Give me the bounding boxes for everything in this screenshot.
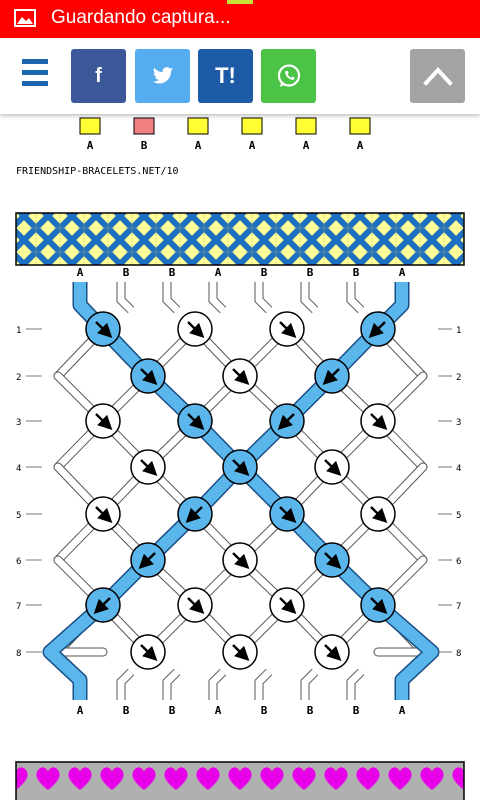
legend-swatch (187, 117, 209, 135)
tuenti-share-button[interactable]: T! (198, 49, 253, 103)
legend-swatch (241, 117, 263, 135)
bracelet-pattern-area: A B A A A A FRIENDSHIP-BRACELETS.NET/10 A B B A B… (0, 114, 480, 805)
knot-arrow (322, 368, 340, 386)
knot-arrow (324, 459, 342, 477)
knot-arrow (324, 644, 342, 662)
row-number-right: 4 (456, 464, 461, 474)
row-numbers: 1 1 2 2 3 3 4 4 5 5 6 6 7 7 8 8 (16, 326, 461, 659)
bottom-string-label: A (399, 704, 406, 717)
bottom-string-label: A (77, 704, 84, 717)
knot-arrow (187, 321, 205, 339)
legend-swatch (349, 117, 371, 135)
status-text: Guardando captura... (51, 7, 231, 28)
row-number-left: 4 (16, 464, 21, 474)
top-string-label: A (215, 266, 222, 279)
twitter-bird-icon (152, 67, 173, 84)
knot-arrow (279, 506, 297, 524)
knot-arrow (232, 459, 250, 477)
status-bar: Guardando captura... (0, 0, 480, 38)
knot-arrow (140, 644, 158, 662)
top-string-label: B (169, 266, 176, 279)
bottom-string-label: B (353, 704, 360, 717)
bottom-string-label: A (215, 704, 222, 717)
knot-arrow (232, 552, 250, 570)
knot-arrow (324, 552, 342, 570)
row-number-right: 1 (456, 326, 461, 336)
top-string-label: B (123, 266, 130, 279)
row-number-left: 2 (16, 373, 21, 383)
chevron-up-icon (422, 67, 453, 86)
knot-arrow (138, 552, 156, 570)
row-number-left: 8 (16, 649, 21, 659)
knot-arrow (232, 368, 250, 386)
knot-arrow (232, 644, 250, 662)
knot-arrow (140, 459, 158, 477)
row-number-left: 1 (16, 326, 21, 336)
hamburger-menu-icon[interactable] (22, 59, 48, 87)
knot-arrow (370, 506, 388, 524)
whatsapp-share-button[interactable] (261, 49, 316, 103)
row-number-left: 3 (16, 418, 21, 428)
legend-letter: A (357, 139, 364, 152)
top-string-label: B (261, 266, 268, 279)
share-toolbar: f T! (0, 38, 480, 114)
row-number-left: 7 (16, 602, 21, 612)
knot-arrow (279, 321, 297, 339)
bottom-string-label: B (261, 704, 268, 717)
legend-letter: A (249, 139, 256, 152)
site-label: FRIENDSHIP-BRACELETS.NET/10 (16, 166, 179, 177)
knot-arrow (187, 413, 205, 431)
bottom-string-label: B (123, 704, 130, 717)
knot-arrow (368, 321, 386, 339)
row-number-left: 6 (16, 557, 21, 567)
next-pattern-preview (15, 761, 465, 805)
knot-arrow (93, 597, 111, 615)
top-string-label: B (307, 266, 314, 279)
knot-arrow (95, 413, 113, 431)
knot-arrow (95, 506, 113, 524)
legend-letter: B (141, 139, 148, 152)
knot-arrow (279, 597, 297, 615)
string-labels: A B B A B B B A A B B A B B B A (77, 266, 406, 717)
bottom-string-label: B (169, 704, 176, 717)
top-string-label: B (353, 266, 360, 279)
legend-swatch (79, 117, 101, 135)
whatsapp-icon (277, 64, 300, 87)
knot-arrow (370, 413, 388, 431)
row-number-right: 7 (456, 602, 461, 612)
legend-letter: A (87, 139, 94, 152)
knot-arrow (185, 506, 203, 524)
knot-arrow (95, 321, 113, 339)
row-number-right: 6 (456, 557, 461, 567)
legend-swatch (133, 117, 155, 135)
knot-arrow (370, 597, 388, 615)
legend-swatch (295, 117, 317, 135)
row-number-right: 5 (456, 511, 461, 521)
row-number-right: 2 (456, 373, 461, 383)
image-icon (14, 9, 36, 27)
scroll-to-top-button[interactable] (410, 49, 465, 103)
row-number-right: 3 (456, 418, 461, 428)
bracelet-pattern-diagram: A B A A A A FRIENDSHIP-BRACELETS.NET/10 A B B A B… (15, 117, 465, 805)
bracelet-preview-band (15, 212, 465, 266)
row-number-right: 8 (456, 649, 461, 659)
knot-arrow (277, 413, 295, 431)
row-number-left: 5 (16, 511, 21, 521)
legend-letter: A (195, 139, 202, 152)
bottom-string-label: B (307, 704, 314, 717)
top-string-label: A (399, 266, 406, 279)
status-indicator (227, 0, 253, 4)
twitter-share-button[interactable] (135, 49, 190, 103)
top-string-label: A (77, 266, 84, 279)
facebook-share-button[interactable]: f (71, 49, 126, 103)
knot-arrow (187, 597, 205, 615)
knot-grid (85, 311, 396, 670)
legend-letter: A (303, 139, 310, 152)
knot-arrow (140, 368, 158, 386)
